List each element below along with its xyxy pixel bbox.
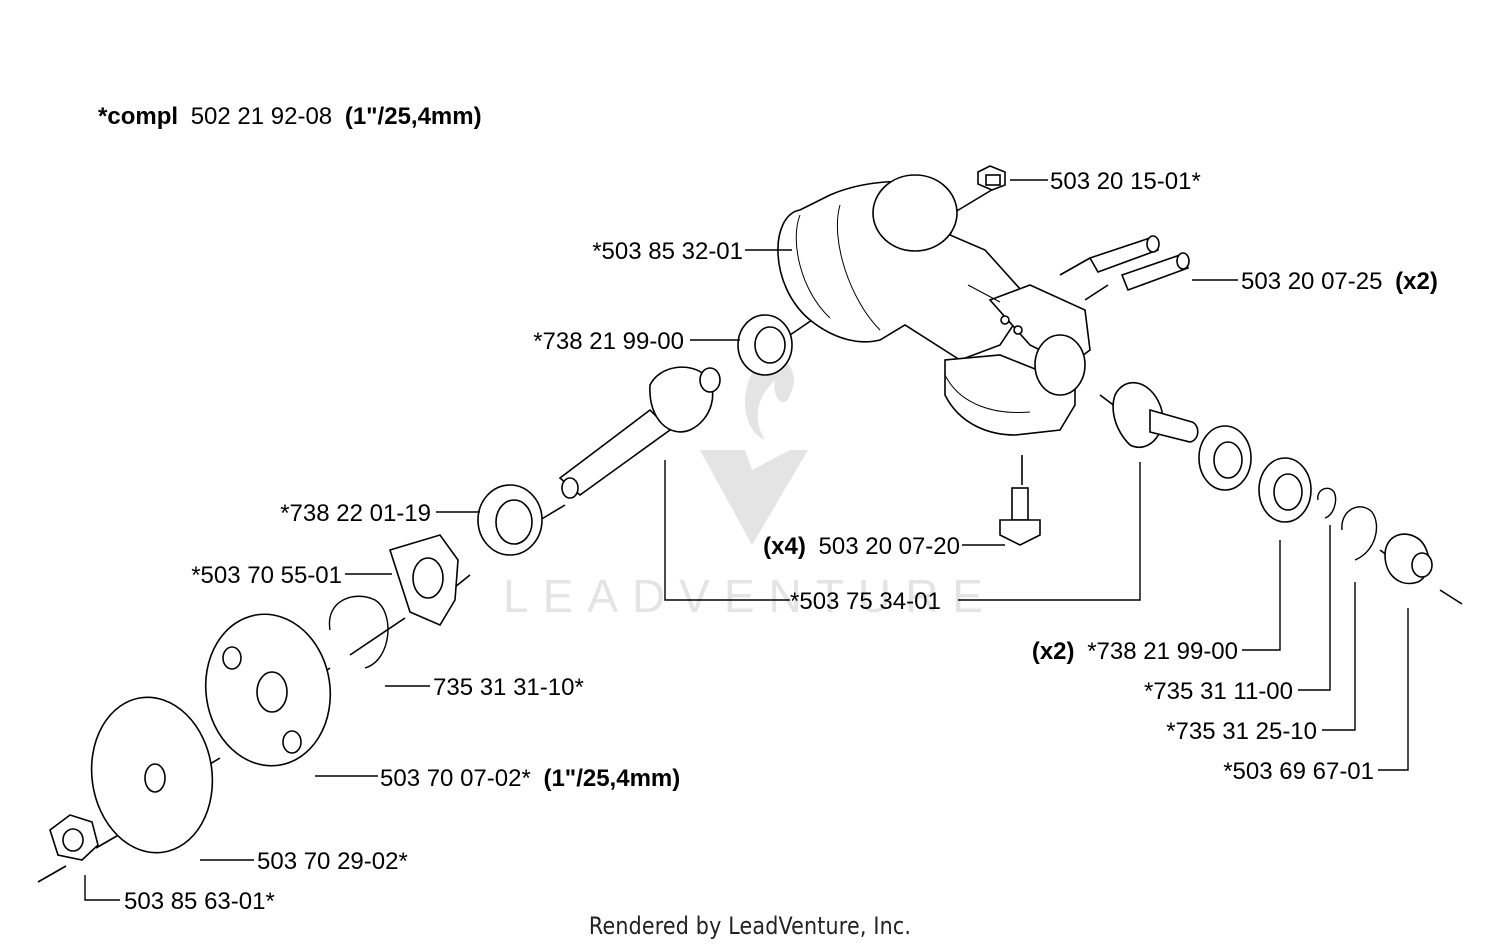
part-label: *503 75 34-01 — [790, 588, 941, 615]
part-label-qty: (x2) — [1032, 638, 1075, 665]
bearing-pair — [1198, 425, 1312, 523]
part-label: 503 85 63-01* — [124, 888, 275, 910]
plug-screw — [977, 165, 1006, 191]
part-label: 503 70 29-02* — [257, 848, 408, 875]
exploded-view-drawing: LEADVENTURE — [37, 103, 1463, 910]
lock-nut — [49, 814, 99, 861]
footer-credit: Rendered by LeadVenture, Inc. — [588, 912, 912, 940]
assembly-prefix: *compl — [98, 103, 178, 130]
part-label: 503 20 07-25 (x2) — [1241, 268, 1438, 295]
part-label: 503 20 15-01* — [1050, 168, 1201, 195]
bearing-top — [737, 314, 793, 376]
watermark-text: LEADVENTURE — [503, 570, 997, 622]
drive-disc — [204, 613, 332, 767]
assembly-part-no: 502 21 92-08 — [191, 103, 332, 130]
part-label: *738 21 99-00 — [533, 328, 684, 355]
washer-plate — [388, 534, 459, 627]
spacer-sleeve — [1384, 533, 1433, 585]
part-label: (x2) *738 21 99-00 — [1032, 638, 1238, 665]
part-label: *503 85 32-01 — [592, 238, 743, 265]
assembly-size: (1"/25,4mm) — [345, 103, 482, 130]
support-cup — [90, 696, 214, 854]
circlip — [328, 595, 389, 669]
part-label: *738 22 01-19 — [280, 500, 431, 527]
clamp-bolts — [1088, 235, 1190, 292]
part-label-no: 503 70 07-02* — [380, 765, 531, 792]
part-label: *503 69 67-01 — [1223, 758, 1374, 785]
part-label-no: 503 20 07-20 — [819, 533, 960, 560]
part-label: *503 70 55-01 — [191, 562, 342, 589]
watermark-logo: LEADVENTURE — [503, 350, 997, 622]
assembly-title: *compl 502 21 92-08 (1"/25,4mm) — [98, 103, 482, 130]
part-label-qty: (x4) — [763, 533, 806, 560]
part-label-no: *738 21 99-00 — [1087, 638, 1238, 665]
part-label-qty: (x2) — [1395, 268, 1438, 295]
input-pinion-gear — [1112, 381, 1199, 448]
large-circlip — [1341, 506, 1378, 561]
part-label: 735 31 31-10* — [433, 674, 584, 701]
part-label: (x4) 503 20 07-20 — [763, 533, 960, 560]
leader-lines — [84, 179, 1409, 901]
bearing-seal — [477, 484, 543, 556]
gear-housing — [777, 174, 1091, 436]
part-label: 503 70 07-02* (1"/25,4mm) — [380, 765, 680, 792]
part-label-no: 503 20 07-25 — [1241, 268, 1382, 295]
small-circlip — [1317, 487, 1337, 519]
part-label-size: (1"/25,4mm) — [543, 765, 680, 792]
part-label: *735 31 25-10 — [1166, 718, 1317, 745]
housing-bolt — [999, 487, 1041, 546]
output-shaft-gear — [558, 366, 721, 499]
part-label: *735 31 11-00 — [1144, 678, 1293, 705]
